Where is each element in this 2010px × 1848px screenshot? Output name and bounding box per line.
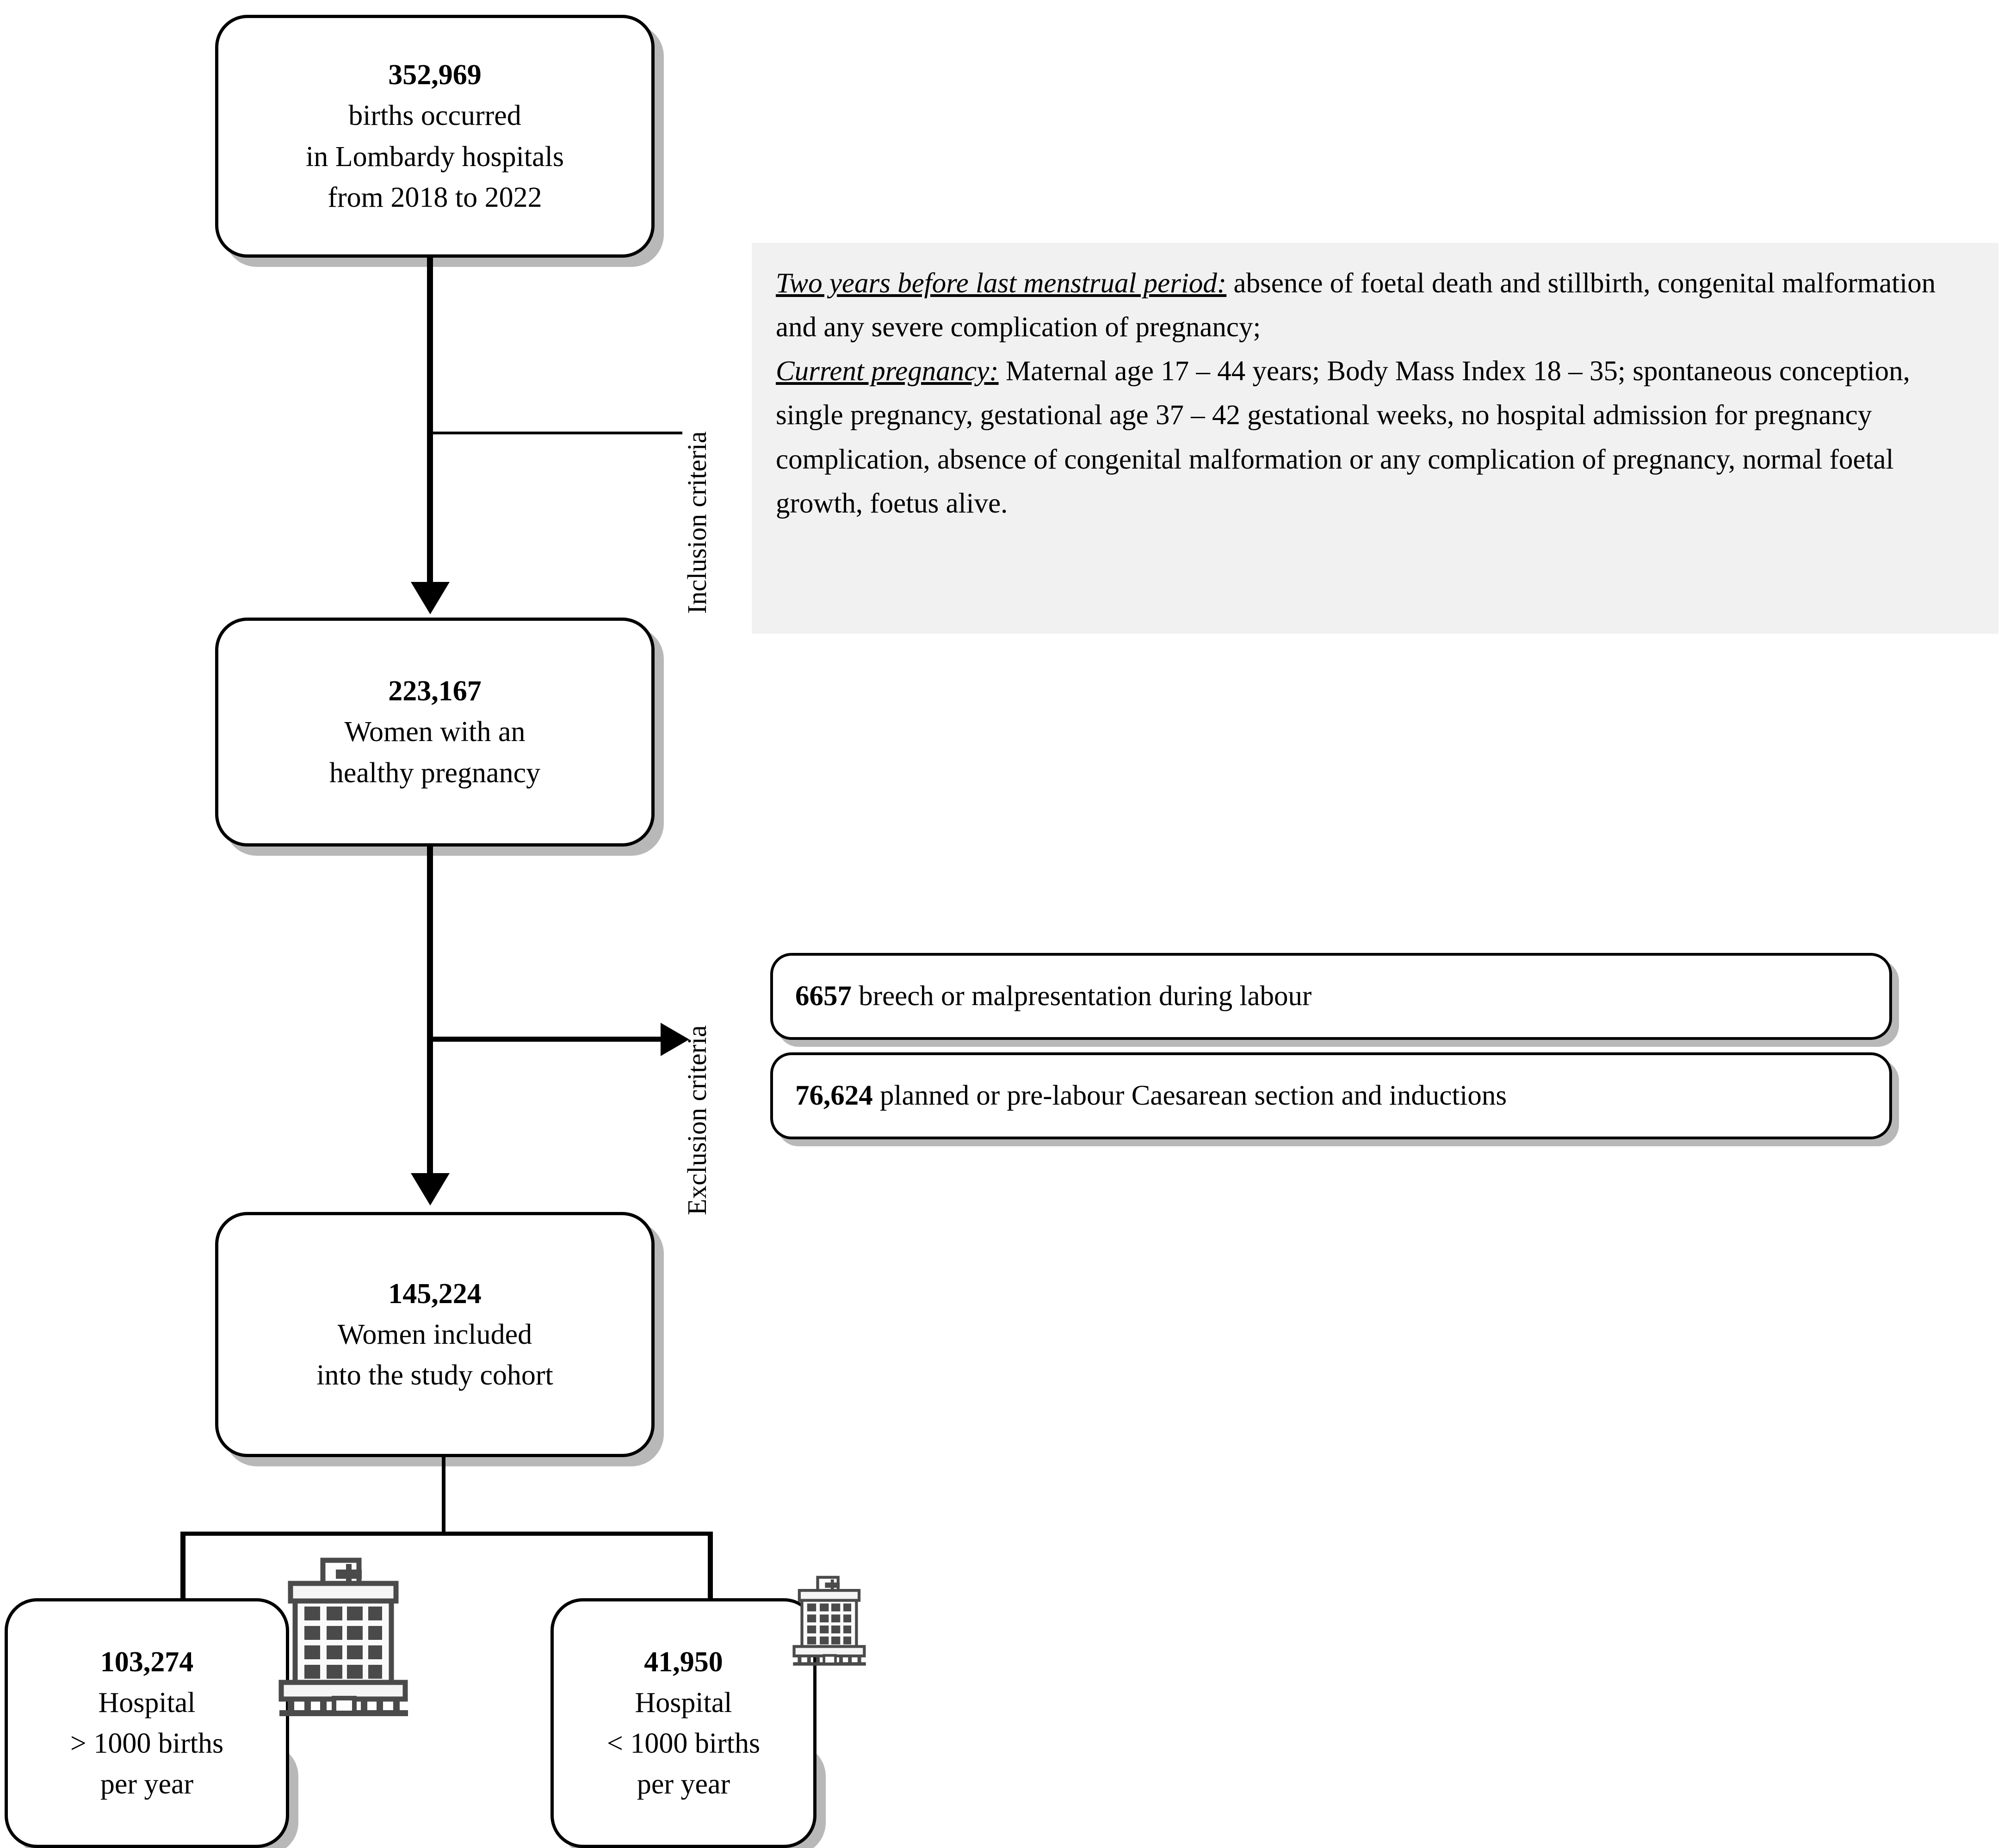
exclusion-item-1-count: 6657 (795, 981, 852, 1012)
node-healthy-line-2: healthy pregnancy (329, 757, 541, 789)
inclusion-header-1: Two years before last menstrual period: (776, 268, 1227, 299)
arrowhead-exclusion (661, 1023, 689, 1056)
node-small-hospital-line-1: Hospital (635, 1687, 732, 1718)
node-study-cohort: 145,224 Women included into the study co… (215, 1212, 655, 1457)
exclusion-criteria-label: Exclusion criteria (682, 1025, 712, 1215)
inclusion-body-1: absence of foetal death and stillbirth, … (776, 268, 1936, 343)
node-healthy-number: 223,167 (388, 675, 482, 707)
inclusion-body-2: Maternal age 17 – 44 years; Body Mass In… (776, 356, 1910, 519)
node-cohort-line-1: Women included (337, 1318, 532, 1350)
node-large-hospital-number: 103,274 (100, 1646, 194, 1678)
branch-exclusion (430, 1037, 662, 1042)
node-small-hospital: 41,950 Hospital < 1000 births per year (550, 1598, 816, 1848)
node-small-hospital-number: 41,950 (644, 1646, 723, 1678)
node-large-hospital-line-2: > 1000 births (70, 1728, 224, 1759)
node-large-hospital-line-1: Hospital (98, 1687, 196, 1718)
hospital-building-icon (792, 1575, 871, 1666)
inclusion-criteria-panel: Two years before last menstrual period: … (752, 243, 1998, 634)
connector-births-to-healthy (427, 258, 433, 586)
node-cohort-number: 145,224 (388, 1278, 482, 1310)
exclusion-item-1-text: breech or malpresentation during labour (852, 981, 1312, 1012)
branch-inclusion (430, 432, 682, 434)
node-births-line-1: births occurred (348, 100, 521, 132)
exclusion-item-1: 6657 breech or malpresentation during la… (770, 953, 1892, 1040)
split-crossbar (180, 1532, 712, 1536)
node-births-line-2: in Lombardy hospitals (306, 141, 564, 173)
node-cohort-line-2: into the study cohort (316, 1360, 553, 1391)
arrowhead-births-to-healthy (411, 582, 450, 614)
arrowhead-healthy-to-cohort (411, 1173, 450, 1205)
node-large-hospital-line-3: per year (100, 1768, 194, 1800)
node-births: 352,969 births occurred in Lombardy hosp… (215, 15, 655, 258)
node-large-hospital: 103,274 Hospital > 1000 births per year (5, 1598, 289, 1848)
inclusion-criteria-label: Inclusion criteria (682, 431, 712, 614)
exclusion-item-2-count: 76,624 (795, 1080, 873, 1112)
exclusion-item-2: 76,624 planned or pre-labour Caesarean s… (770, 1052, 1892, 1139)
node-small-hospital-line-2: < 1000 births (606, 1728, 761, 1759)
hospital-building-icon-svg (792, 1576, 866, 1666)
node-small-hospital-line-3: per year (637, 1768, 730, 1800)
inclusion-header-2: Current pregnancy: (776, 356, 999, 387)
connector-healthy-to-cohort (427, 847, 433, 1177)
hospital-building-icon-svg (278, 1558, 408, 1716)
node-healthy-pregnancy: 223,167 Women with an healthy pregnancy (215, 618, 655, 847)
node-births-number: 352,969 (388, 59, 482, 91)
hospital-building-icon (278, 1557, 416, 1716)
node-births-line-3: from 2018 to 2022 (328, 181, 542, 213)
exclusion-item-2-text: planned or pre-labour Caesarean section … (872, 1080, 1507, 1112)
node-healthy-line-1: Women with an (344, 716, 526, 748)
split-stem (442, 1457, 445, 1534)
